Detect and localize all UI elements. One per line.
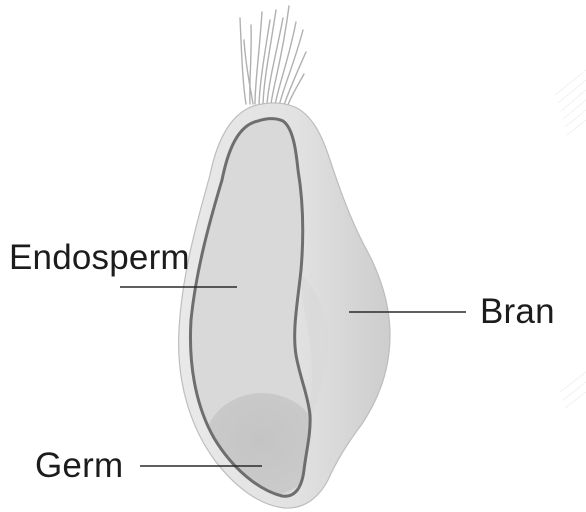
bran-label: Bran: [480, 294, 555, 329]
watermark-hatching: [555, 70, 586, 408]
endosperm-label: Endosperm: [9, 240, 190, 275]
germ-label: Germ: [35, 448, 123, 483]
kernel-brush-hairs: [240, 6, 306, 110]
